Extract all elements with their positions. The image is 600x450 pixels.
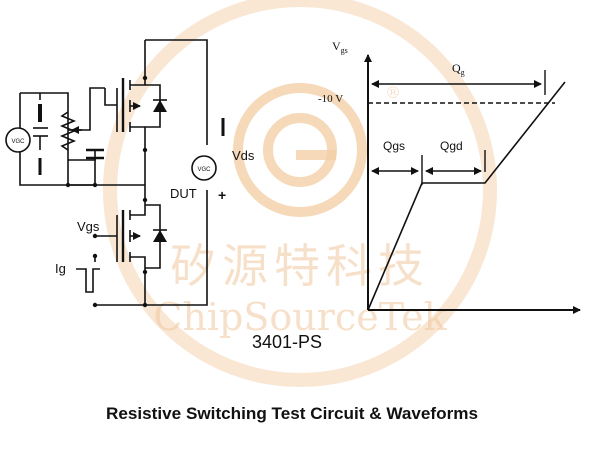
gate-charge-waveform: Vgs -10 V Qg Qgs Qgd <box>318 39 581 314</box>
watermark-ring <box>103 0 497 387</box>
upper-mosfet <box>121 75 167 153</box>
top-rail-wire <box>145 39 208 145</box>
part-number: 3401-PS <box>252 332 322 352</box>
right-lower-wire <box>95 190 208 306</box>
vgs-label: Vgs <box>77 219 100 234</box>
watermark: ® 矽源特科技 ChipSourceTek <box>103 0 497 387</box>
source-left-circle <box>5 127 31 153</box>
qgd-label: Qgd <box>440 139 463 153</box>
source-right-circle <box>191 155 217 181</box>
watermark-logo-outer <box>233 83 367 217</box>
lower-mosfet <box>121 150 167 275</box>
ig-pulse <box>76 268 100 293</box>
qgs-label: Qgs <box>383 139 405 153</box>
figure-caption: Resistive Switching Test Circuit & Wavef… <box>106 404 478 423</box>
watermark-logo-bar <box>296 150 336 160</box>
level-label: -10 V <box>318 93 343 105</box>
watermark-registered-mark: ® <box>385 83 401 102</box>
y-axis-label: Vgs <box>332 39 348 55</box>
lower-body-diode <box>153 230 167 242</box>
watermark-chinese-text: 矽源特科技 <box>170 239 430 293</box>
ig-label: Ig <box>55 261 66 276</box>
test-circuit: VGC Vds + DUT VGC <box>5 39 255 308</box>
dut-label: DUT <box>170 186 197 201</box>
source-right-label: VGC <box>197 167 211 173</box>
plus-sign: + <box>218 187 226 203</box>
watermark-english-text: ChipSourceTek <box>153 295 447 339</box>
gate-charge-curve <box>367 81 566 311</box>
upper-body-diode <box>153 100 167 112</box>
qg-label: Qg <box>452 61 465 77</box>
source-left-label: VGC <box>11 139 25 145</box>
vds-label: Vds <box>232 148 255 163</box>
